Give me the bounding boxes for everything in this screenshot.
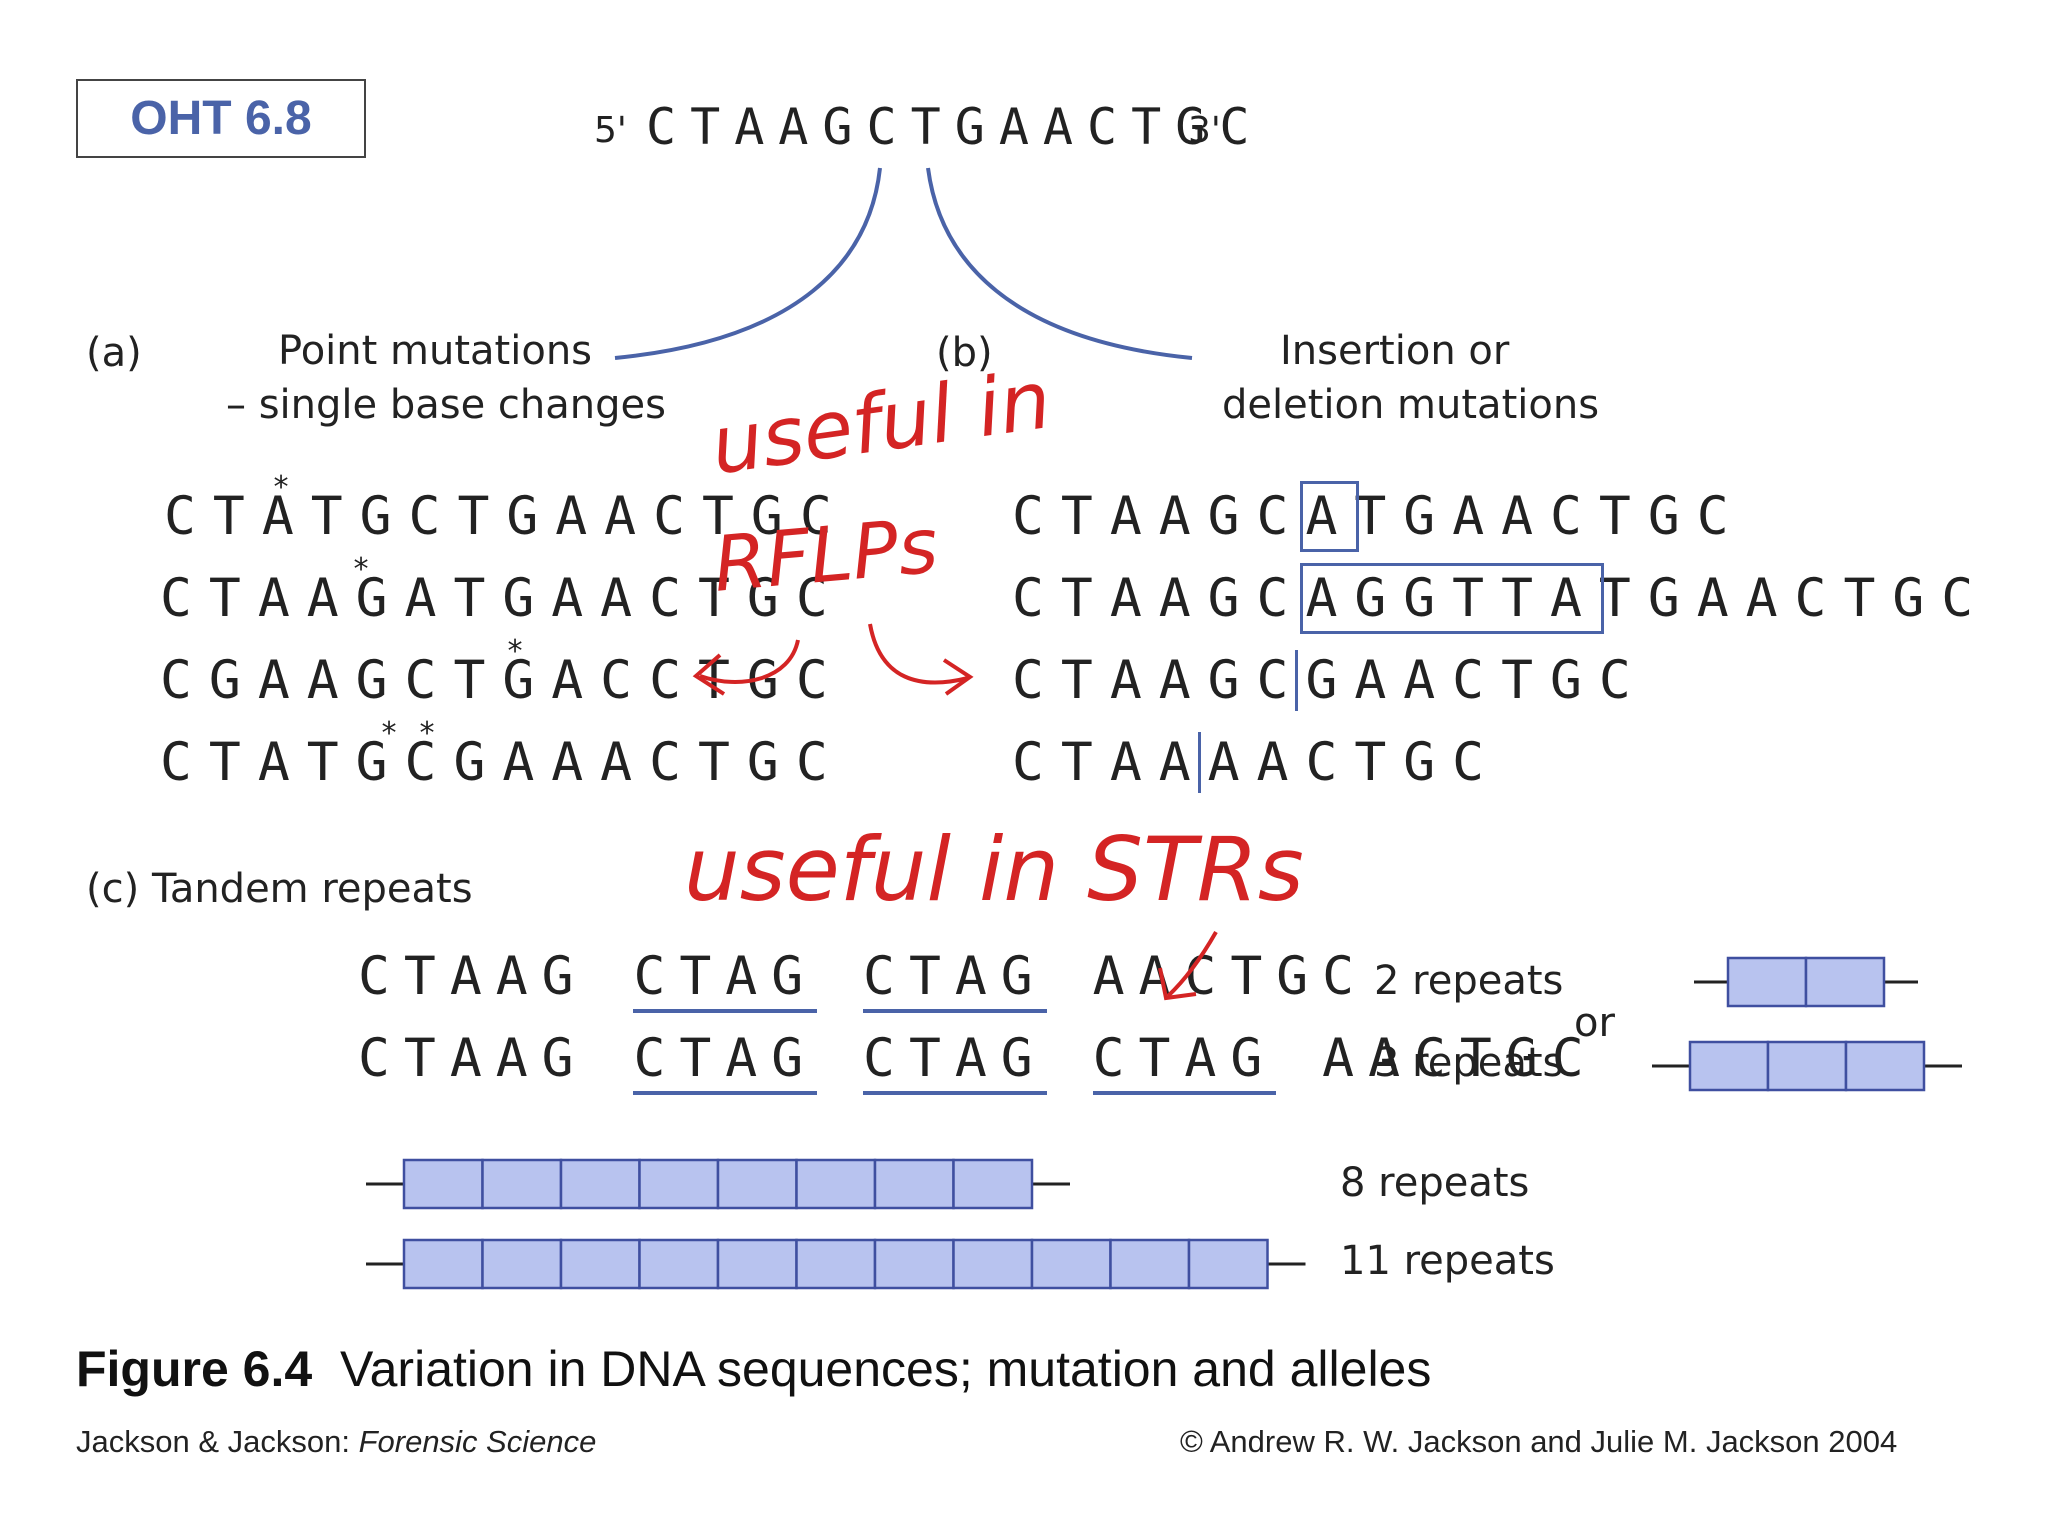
indel-seq-1: CTAAGCATGAACTGC [1012,481,1746,552]
branch-line-a [614,167,882,360]
repeat-bar-unit [481,1158,563,1210]
branch-line-b [926,167,1193,360]
repeat-bar-unit [402,1238,484,1290]
indel-seq-3: CTAAGCGAACTGC [1012,650,1648,711]
panel-b-title-1: Insertion or [1280,328,1510,374]
indel-seq-2: CTAAGCAGGTTATGAACTGC [1012,563,1991,634]
oht-badge: OHT 6.8 [76,79,366,158]
repeat-bar-unit [952,1158,1034,1210]
three-prime-label: 3' [1188,110,1221,151]
mutation-marker: * [380,716,399,751]
repeat-unit: CTAG [633,1028,818,1095]
repeat-bar-unit [1766,1040,1848,1092]
point-mutation-seq-4: CTATGCGAAACTGC [160,732,845,793]
repeat-unit: CTAG [633,946,818,1013]
repeat-bar-unit [716,1158,798,1210]
panel-a-title-1: Point mutations [278,328,593,374]
repeat-unit: CTAG [863,1028,1047,1095]
inserted-segment-box: AGGTTA [1300,563,1604,634]
panel-c-letter: (c) [86,866,140,912]
book-title: Forensic Science [358,1424,597,1459]
repeat-label-2: 2 repeats [1374,958,1564,1004]
copyright: © Andrew R. W. Jackson and Julie M. Jack… [1180,1424,1898,1459]
repeat-bar-unit [1109,1238,1191,1290]
mutation-marker: * [352,552,371,587]
figure-label: Figure 6.4 [76,1341,313,1397]
panel-c-title: Tandem repeats [152,866,473,912]
repeat-bar-unit [952,1238,1034,1290]
inserted-base-box: A [1300,481,1360,552]
repeat-bar-unit [873,1158,955,1210]
repeat-bar-unit [1726,956,1808,1008]
repeat-bar-unit [795,1158,877,1210]
repeat-bar-unit [638,1238,720,1290]
or-label: or [1574,1000,1615,1046]
badge-label: OHT 6.8 [130,92,312,145]
repeat-label-11: 11 repeats [1340,1238,1555,1284]
repeat-bar-unit [1688,1040,1770,1092]
point-mutation-seq-2: CTAAGATGAACTGC [160,568,845,629]
panel-b-title-2: deletion mutations [1222,382,1600,428]
point-mutation-seq-1: CTATGCTGAACTGC [164,486,849,547]
figure-title: Variation in DNA sequences; mutation and… [339,1341,1432,1397]
str-annotation: useful in STRs [684,818,1304,921]
rflp-arrow-left [699,639,800,684]
indel-seq-4: CTAAAACTGC [1012,732,1502,793]
tandem-repeat-seq-1: CTAAG CTAG CTAG AACTGC [358,946,1368,1013]
tandem-repeat-seq-2: CTAAG CTAG CTAG CTAG AACTGC [358,1028,1598,1095]
repeat-bar-unit [638,1158,720,1210]
top-sequence: CTAAGCTGAACTGC [646,98,1264,156]
five-prime-label: 5' [594,110,627,151]
rflp-arrow-left-head [692,653,726,696]
mutation-marker: * [272,470,291,505]
repeat-label-8: 8 repeats [1340,1160,1530,1206]
repeat-label-3: 3 repeats [1374,1040,1564,1086]
source-credit: Jackson & Jackson: Forensic Science [76,1424,597,1459]
repeat-bar-unit [1844,1040,1926,1092]
repeat-bar-unit [873,1238,955,1290]
panel-a-title-2: – single base changes [226,382,666,428]
repeat-bar-unit [559,1238,641,1290]
repeat-bar-unit [795,1238,877,1290]
repeat-bar-unit [402,1158,484,1210]
str-arrow [1166,931,1218,998]
rflp-arrow-right [868,623,969,685]
str-arrow-head [1158,967,1197,1001]
repeat-unit: CTAG [863,946,1047,1013]
mutation-marker: * [418,716,437,751]
repeat-bar-unit [1804,956,1886,1008]
panel-b-letter: (b) [936,330,993,376]
repeat-unit: CTAG [1092,1028,1277,1095]
repeat-bar-unit [1030,1238,1112,1290]
repeat-bar-unit [1187,1238,1269,1290]
repeat-bar-unit [559,1158,641,1210]
rflp-arrow-right-head [942,658,974,696]
panel-a-letter: (a) [86,330,142,376]
figure-caption: Figure 6.4 Variation in DNA sequences; m… [76,1340,1431,1398]
mutation-marker: * [506,634,525,669]
repeat-bar-unit [481,1238,563,1290]
repeat-bar-unit [716,1238,798,1290]
